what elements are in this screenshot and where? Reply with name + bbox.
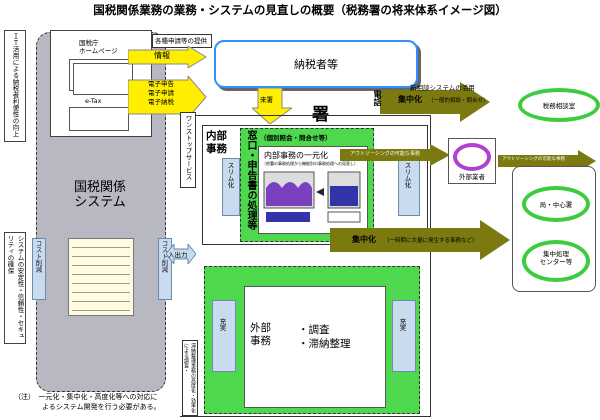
individual-consultation-label: （個別照会・問合せ等） xyxy=(260,134,332,142)
delinquency-label: ・滞納整理 xyxy=(298,338,351,350)
phone-arrow xyxy=(380,82,490,122)
central-processing-oval: 集中処理 センター等 xyxy=(522,240,590,282)
io-label: 入出力 xyxy=(168,251,188,259)
it-utilization-note: ＩＴ活用による納税者利便性の向上 xyxy=(11,33,19,137)
info-label: 情報 xyxy=(154,51,170,60)
visit-label: 来署 xyxy=(260,96,273,104)
tax-agency-box: 国税庁 ホームページ e-Tax xyxy=(50,30,152,137)
window-filing-label: 窓口・申告書の処理等 xyxy=(245,130,256,230)
outsourcing-1-arrow xyxy=(340,144,450,166)
info-arrow xyxy=(128,46,207,68)
external-party-box: 外部業者 xyxy=(448,138,496,184)
cost-reduction-left-label: コスト削減 xyxy=(34,240,42,273)
center-office-label: 局・中心署 xyxy=(539,201,573,209)
efficiency-note-box: 滞納整理事務の高度化・効率化による調査・ xyxy=(182,340,198,416)
internal-unification-label: 内部事務の一元化 xyxy=(264,151,328,160)
provision-label: 各種申請等の提供 xyxy=(155,37,207,45)
internal-affairs-label: 内部 事務 xyxy=(206,130,227,155)
external-affairs-inner xyxy=(244,286,386,408)
centralization-1-note: （一般的相談・問合せ） xyxy=(428,98,489,104)
tax-system-label: 国税関係 システム xyxy=(74,180,127,210)
homepage-label: 国税庁 ホームページ xyxy=(79,39,118,55)
external-party-label: 外部業者 xyxy=(459,173,485,181)
consult-center-note: 新相談システムの活用 xyxy=(410,84,475,92)
consult-room-oval: 税務相談室 xyxy=(518,88,600,122)
etax-label: e-Tax xyxy=(85,97,102,105)
document-icon xyxy=(69,107,129,131)
external-party-oval xyxy=(453,143,491,171)
taxpayer-box: 納税者等 xyxy=(214,40,418,88)
taxpayer-label: 納税者等 xyxy=(294,58,338,71)
one-stop-label: ワンストップサービス xyxy=(184,115,192,180)
consult-room-label: 税務相談室 xyxy=(542,102,576,110)
io-arrow xyxy=(166,244,196,264)
central-processing-label: 集中処理 センター等 xyxy=(539,250,573,266)
centralization-2-label: 集中化 xyxy=(352,235,376,244)
external-affairs-label: 外部 事務 xyxy=(250,322,271,347)
efiling-arrow xyxy=(128,76,207,118)
internal-unification-note: （他署の事務処理から機能別の事務処理への見直し） xyxy=(262,161,358,166)
page-title: 国税関係業務の業務・システムの見直しの概要（税務署の将来体系イメージ図） xyxy=(93,3,507,17)
enhance-left-label: 充実 xyxy=(218,318,226,331)
streamlining-left-arrow xyxy=(222,158,240,216)
system-documents-card xyxy=(68,238,134,316)
document-icon xyxy=(73,63,133,95)
phone-label: 電話 xyxy=(373,90,382,106)
one-stop-box: ワンストップサービス xyxy=(180,112,196,188)
provision-box: 各種申請等の提供 xyxy=(152,34,212,48)
security-note-box: システムの安定性・信頼性・セキュリティの確保 xyxy=(4,232,26,344)
outsourcing-1-label: アウトソーシングの可能な事務 xyxy=(350,151,420,157)
security-note: システムの安定性・信頼性・セキュリティの確保 xyxy=(6,235,24,339)
enhance-right-arrow xyxy=(392,300,416,372)
cost-reduction-left-arrow xyxy=(32,238,46,300)
enhance-right-label: 充実 xyxy=(398,318,406,331)
enhance-left-arrow xyxy=(212,300,236,372)
streamlining-right-label: スリム化 xyxy=(403,162,411,188)
streamlining-left-label: スリム化 xyxy=(226,162,234,188)
center-office-oval: 局・中心署 xyxy=(522,186,590,222)
efiling-label: 電子申告 電子申請 電子納税 xyxy=(148,80,174,106)
centralization-2-note: （一時期に大量に発生する事務など） xyxy=(384,238,478,244)
centralization-1-label: 集中化 xyxy=(398,95,422,104)
footnote: （注） 一元化・集中化・高度化等への対応に よるシステム開発を行う必要がある。 xyxy=(14,393,161,411)
unification-illustration xyxy=(263,171,361,223)
tax-office-frame xyxy=(180,115,431,417)
outsourcing-2-label: アウトソーシングの可能な事務 xyxy=(502,157,565,162)
investigation-label: ・調査 xyxy=(298,324,330,336)
cost-reduction-right-label: コスト削減 xyxy=(160,240,168,273)
it-utilization-note-box: ＩＴ活用による納税者利便性の向上 xyxy=(4,30,26,142)
efficiency-note: 滞納整理事務の高度化・効率化による調査・ xyxy=(183,343,196,413)
centralization-2-arrow xyxy=(330,220,510,260)
